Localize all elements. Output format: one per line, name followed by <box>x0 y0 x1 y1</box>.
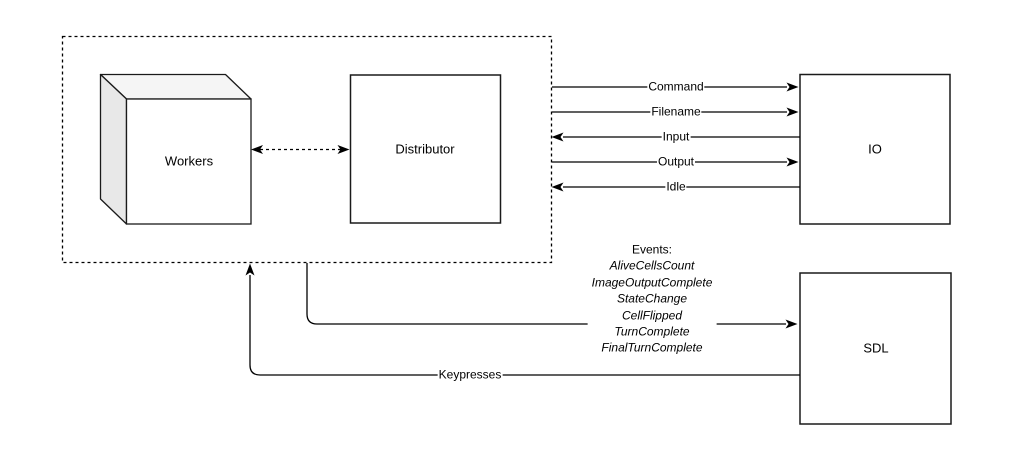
sdl-node <box>799 272 952 425</box>
keypresses-edge <box>245 263 800 376</box>
output-edge-label: Output <box>656 154 696 170</box>
sdl-label: SDL <box>863 340 889 356</box>
events-edge-line <box>306 263 786 325</box>
event-item: StateChange <box>616 291 688 306</box>
io-label: IO <box>868 141 882 157</box>
event-item: TurnComplete <box>614 324 690 339</box>
event-item: FinalTurnComplete <box>601 341 703 356</box>
command-edge-label: Command <box>647 79 705 95</box>
arrowhead-left-icon <box>251 145 263 154</box>
keypresses-edge-line <box>249 275 800 376</box>
filename-edge-label: Filename <box>650 104 702 120</box>
arrowhead-right-icon <box>785 319 798 329</box>
workers-cube-side-face <box>99 73 128 225</box>
workers-cube-front-face <box>125 98 252 225</box>
distributor-label: Distributor <box>395 141 455 157</box>
worker-group-dashed-boundary <box>61 35 553 264</box>
idle-edge-label: Idle <box>665 179 687 195</box>
arrowhead-right-icon <box>786 107 799 117</box>
workers-node <box>99 73 252 225</box>
io-node <box>799 73 951 225</box>
keypresses-edge-label: Keypresses <box>437 367 503 383</box>
arrowhead-left-icon <box>551 132 564 142</box>
arrowhead-right-icon <box>786 82 799 92</box>
event-item: AliveCellsCount <box>609 258 695 273</box>
arrowhead-right-icon <box>337 145 350 154</box>
workers-label: Workers <box>164 153 214 169</box>
arrowhead-right-icon <box>786 157 799 167</box>
arrowhead-left-icon <box>551 182 564 192</box>
event-item: ImageOutputComplete <box>591 275 713 290</box>
input-edge-label: Input <box>661 129 691 145</box>
distributor-node <box>349 74 502 224</box>
workers-distributor-edge <box>251 145 350 154</box>
events-title: Events: <box>631 242 673 257</box>
events-edge <box>306 263 798 329</box>
event-item: CellFlipped <box>621 308 683 323</box>
events-edge-label-block: Events: AliveCellsCount ImageOutputCompl… <box>587 241 717 357</box>
arrowhead-up-icon <box>245 263 255 276</box>
